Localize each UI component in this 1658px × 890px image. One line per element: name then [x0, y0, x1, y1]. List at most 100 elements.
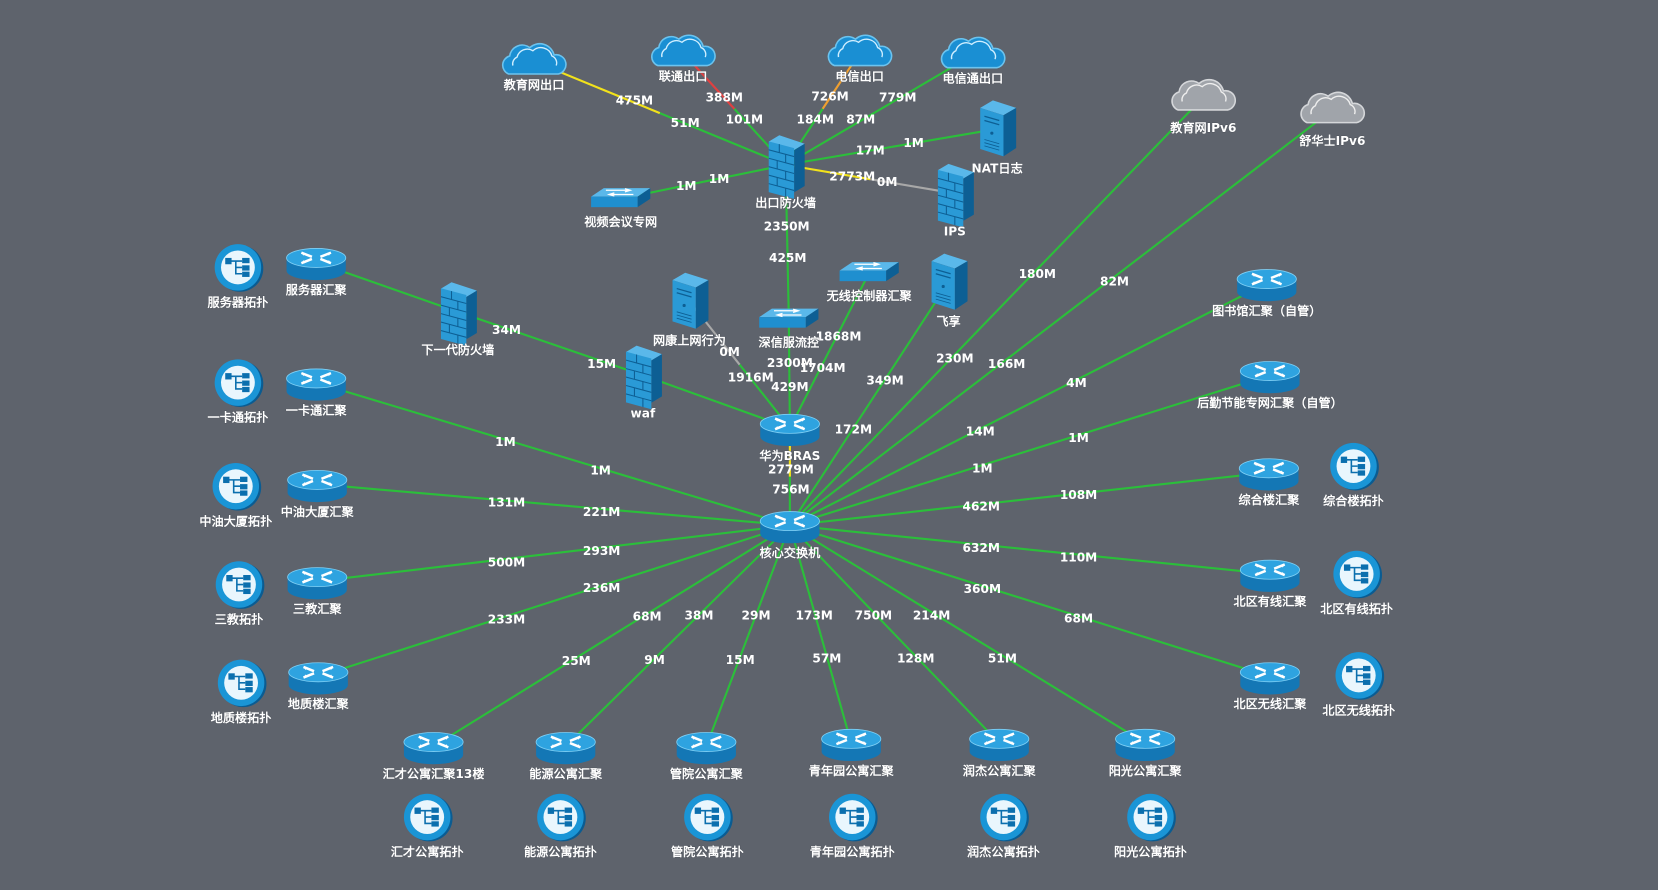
link-segment-to[interactable] — [789, 524, 1031, 602]
node-bras[interactable]: 华为BRAS — [759, 413, 821, 463]
router-icon[interactable] — [1239, 558, 1301, 594]
link-segment-from[interactable] — [317, 552, 554, 583]
firewall-icon[interactable] — [625, 345, 663, 410]
node-hq_agg[interactable]: 后勤节能专网汇聚（自管） — [1197, 360, 1343, 410]
server-icon[interactable] — [671, 272, 710, 330]
link-segment-from[interactable] — [1029, 374, 1271, 452]
node-edu_v6[interactable]: 教育网IPv6 — [1169, 78, 1237, 135]
topo-icon[interactable] — [1334, 651, 1385, 701]
link-segment-from[interactable] — [891, 127, 998, 148]
link-segment-to[interactable] — [553, 524, 791, 555]
cloud-gray-icon[interactable] — [1171, 78, 1237, 111]
topo-icon[interactable] — [214, 560, 266, 610]
node-hc_agg[interactable]: 汇才公寓汇聚13楼 — [382, 731, 486, 781]
link-segment-from[interactable] — [1029, 599, 1271, 678]
link-segment-from[interactable] — [995, 96, 1205, 313]
node-ips[interactable]: IPS — [937, 163, 975, 239]
node-yg_topo[interactable]: 阳光公寓拓扑 — [1114, 793, 1188, 859]
node-unicom[interactable]: 联通出口 — [650, 34, 716, 84]
link-segment-from[interactable] — [828, 272, 871, 351]
link-segment-from[interactable] — [705, 635, 750, 747]
node-nat[interactable]: NAT日志 — [971, 99, 1023, 176]
node-bx_agg[interactable]: 北区无线汇聚 — [1233, 661, 1308, 712]
link-segment-to[interactable] — [789, 524, 969, 636]
link-segment-from[interactable] — [317, 599, 555, 678]
router-icon[interactable] — [534, 731, 597, 766]
link-segment-to[interactable] — [553, 524, 791, 602]
link-card_agg-core[interactable] — [315, 381, 791, 527]
node-dz_agg[interactable]: 地质楼汇聚 — [287, 661, 350, 712]
topo-icon[interactable] — [979, 793, 1030, 843]
node-card_topo[interactable]: 一卡通拓扑 — [207, 358, 270, 425]
link-segment-to[interactable] — [789, 497, 1030, 527]
node-card_agg[interactable]: 一卡通汇聚 — [285, 367, 348, 418]
topo-icon[interactable] — [683, 793, 734, 843]
node-yg_agg[interactable]: 阳光公寓汇聚 — [1108, 728, 1183, 778]
node-feixiang[interactable]: 飞享 — [930, 253, 969, 329]
topo-icon[interactable] — [536, 793, 587, 843]
link-qn_agg-core[interactable] — [788, 525, 853, 744]
topo-icon[interactable] — [211, 462, 262, 512]
node-qn_topo[interactable]: 青年园公寓拓扑 — [809, 793, 896, 859]
link-segment-from[interactable] — [787, 319, 791, 374]
link-segment-to[interactable] — [788, 525, 822, 635]
node-sj_agg[interactable]: 三教汇聚 — [286, 566, 349, 616]
link-segment-to[interactable] — [789, 316, 1062, 527]
link-segment-to[interactable] — [552, 452, 791, 527]
link-zy_agg-core[interactable] — [317, 483, 790, 527]
node-bw_agg[interactable]: 北区有线汇聚 — [1233, 558, 1308, 609]
router-icon[interactable] — [820, 728, 883, 763]
link-segment-from[interactable] — [1027, 282, 1268, 406]
node-ny_topo[interactable]: 能源公寓拓扑 — [524, 793, 598, 859]
cloud-icon[interactable] — [827, 34, 893, 67]
node-sangfor[interactable]: 深信服流控 — [758, 308, 820, 350]
topo-icon[interactable] — [403, 793, 454, 843]
node-zh_topo[interactable]: 综合楼拓扑 — [1323, 442, 1385, 509]
link-segment-to[interactable] — [659, 112, 787, 166]
node-shuhua_v6[interactable]: 舒华士IPv6 — [1298, 91, 1366, 148]
node-hc_topo[interactable]: 汇才公寓拓扑 — [390, 793, 465, 859]
link-sj_agg-core[interactable] — [317, 524, 791, 583]
node-telecom[interactable]: 电信出口 — [827, 34, 893, 84]
link-segment-from[interactable] — [315, 381, 554, 455]
node-rj_topo[interactable]: 润杰公寓拓扑 — [967, 793, 1041, 859]
link-bw_agg-core[interactable] — [789, 524, 1271, 576]
topo-icon[interactable] — [1332, 549, 1383, 600]
cloud-gray-icon[interactable] — [1300, 91, 1366, 124]
link-yg_agg-core[interactable] — [789, 524, 1146, 744]
router-icon[interactable] — [1114, 728, 1177, 763]
router-icon[interactable] — [968, 728, 1031, 763]
link-bx_agg-core[interactable] — [789, 524, 1271, 678]
router-icon[interactable] — [1239, 661, 1301, 696]
router-icon[interactable] — [286, 566, 349, 601]
node-server_agg[interactable]: 服务器汇聚 — [285, 247, 348, 297]
link-ny_agg-core[interactable] — [564, 524, 791, 747]
node-bx_topo[interactable]: 北区无线拓扑 — [1322, 651, 1396, 718]
node-sj_topo[interactable]: 三教拓扑 — [214, 560, 266, 627]
node-zh_agg[interactable]: 综合楼汇聚 — [1238, 457, 1301, 508]
link-segment-to[interactable] — [789, 403, 1029, 527]
firewall-icon[interactable] — [440, 281, 478, 347]
link-segment-from[interactable] — [893, 633, 1001, 744]
topo-icon[interactable] — [217, 658, 268, 708]
router-icon[interactable] — [287, 661, 350, 696]
link-segment-from[interactable] — [1029, 548, 1271, 576]
link-segment-to[interactable] — [786, 242, 790, 320]
switch-icon[interactable] — [758, 308, 820, 329]
link-segment-from[interactable] — [819, 633, 853, 744]
cloud-icon[interactable] — [650, 34, 716, 67]
router-icon[interactable] — [759, 510, 821, 545]
node-core[interactable]: 核心交换机 — [759, 510, 822, 560]
topo-icon[interactable] — [828, 793, 879, 843]
node-video[interactable]: 视频会议专网 — [584, 187, 657, 230]
node-telecom2[interactable]: 电信通出口 — [940, 36, 1006, 86]
firewall-icon[interactable] — [937, 163, 975, 228]
server-icon[interactable] — [930, 253, 969, 311]
link-edu_v6-core[interactable] — [789, 96, 1205, 527]
link-segment-to[interactable] — [788, 403, 871, 526]
link-dz_agg-core[interactable] — [317, 524, 791, 678]
node-dz_topo[interactable]: 地质楼拓扑 — [210, 658, 273, 725]
router-icon[interactable] — [675, 731, 738, 766]
node-rj_agg[interactable]: 润杰公寓汇聚 — [962, 728, 1037, 778]
node-bw_topo[interactable]: 北区有线拓扑 — [1320, 549, 1394, 616]
